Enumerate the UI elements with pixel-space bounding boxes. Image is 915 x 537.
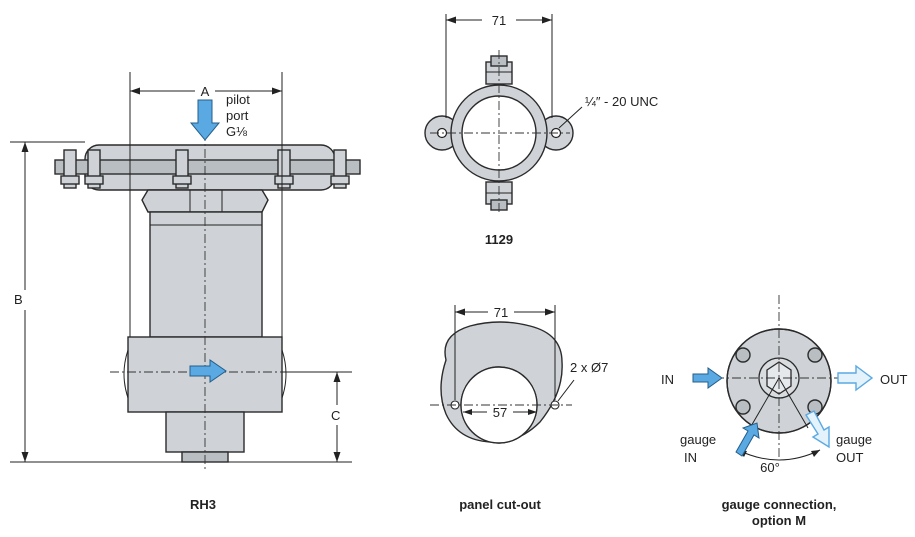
gauge-angle-label: 60° xyxy=(760,460,780,475)
rh3-flow-arrow-icon xyxy=(189,359,227,383)
gauge-caption-1: gauge connection, xyxy=(722,497,837,512)
clamp-caption: 1129 xyxy=(485,232,513,247)
panel-inner-label: 57 xyxy=(493,405,507,420)
rh3-flange xyxy=(54,159,361,175)
rh3-bolts xyxy=(60,149,350,189)
panel-width-label: 71 xyxy=(494,305,508,320)
gauge-out-arrow-icon xyxy=(804,410,830,449)
gauge-caption-2: option M xyxy=(752,513,806,528)
pilot-port-label-2: port xyxy=(226,108,249,123)
gauge-view: 60° IN OUT gauge IN gauge OUT gauge conn… xyxy=(661,295,908,528)
pilot-port-label-3: G⅛ xyxy=(226,124,247,139)
dim-c-label: C xyxy=(331,408,340,423)
panel-view: 71 57 2 x Ø7 panel cut-out xyxy=(430,305,608,512)
rh3-caption: RH3 xyxy=(190,497,216,512)
gauge-out-text-1: gauge xyxy=(836,432,872,447)
clamp-width-label: 71 xyxy=(492,13,506,28)
rh3-view: A pilot port G⅛ B C RH3 xyxy=(10,72,361,512)
panel-holes-label: 2 x Ø7 xyxy=(570,360,608,375)
in-arrow-icon xyxy=(692,367,723,389)
dim-a-label: A xyxy=(201,84,210,99)
clamp-view: 71 ¼″ - 20 UNC 1129 xyxy=(424,13,658,247)
rh3-cylinder xyxy=(149,211,263,338)
gauge-in-text-2: IN xyxy=(684,450,697,465)
gauge-out-label: OUT xyxy=(880,372,908,387)
gauge-in-text-1: gauge xyxy=(680,432,716,447)
gauge-in-arrow-icon xyxy=(735,422,760,457)
gauge-out-text-2: OUT xyxy=(836,450,864,465)
pilot-port-label-1: pilot xyxy=(226,92,250,107)
dim-b-label: B xyxy=(14,292,23,307)
pilot-port-arrow-icon xyxy=(189,99,221,141)
clamp-thread-label: ¼″ - 20 UNC xyxy=(585,94,658,109)
out-arrow-icon xyxy=(837,364,874,392)
panel-caption: panel cut-out xyxy=(459,497,541,512)
gauge-in-label: IN xyxy=(661,372,674,387)
